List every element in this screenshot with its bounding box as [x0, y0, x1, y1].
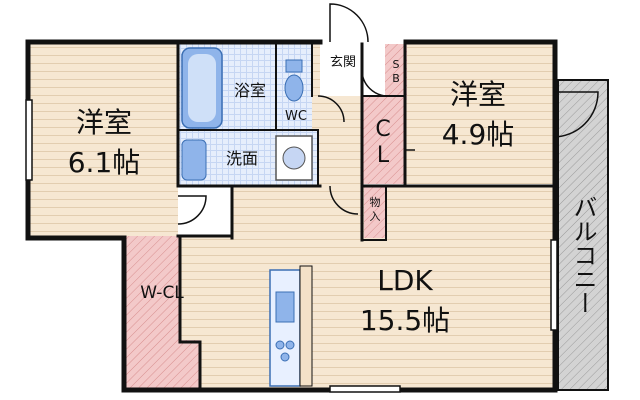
bathtub-icon: [181, 47, 223, 129]
shoe-box-label-b: B: [392, 72, 400, 85]
toilet-icon: [284, 59, 304, 102]
room-size-ldk: 15.5帖: [360, 304, 450, 337]
room-size-western-2: 4.9帖: [442, 118, 515, 151]
closet-label-c: C: [375, 117, 390, 142]
room-name-western-2: 洋室: [450, 78, 506, 111]
washing-machine-icon: [275, 135, 313, 181]
entrance-label: 玄関: [330, 55, 356, 70]
storage-label-1: 物: [370, 195, 381, 209]
balcony: バルコニー: [557, 79, 609, 391]
shoe-box-label-s: S: [393, 58, 400, 71]
doors: [177, 3, 599, 225]
room-size-western-1: 6.1帖: [68, 146, 141, 179]
walls: [25, 39, 558, 393]
wc-label: WC: [285, 109, 307, 124]
storage-label-2: 入: [370, 210, 381, 223]
room-name-western-1: 洋室: [76, 106, 132, 139]
wcl-label: W-CL: [140, 283, 184, 303]
washroom-label: 洗面: [226, 149, 258, 168]
balcony-label: バルコニー: [569, 195, 597, 315]
room-labels: 洋室 6.1帖 洋室 4.9帖 LDK 15.5帖 浴室 WC 洗面 玄関 S …: [68, 55, 515, 337]
closets: [126, 44, 407, 392]
windows: [25, 99, 558, 393]
room-name-ldk: LDK: [377, 264, 433, 297]
kitchen-counter: [269, 265, 313, 387]
bath-label: 浴室: [234, 81, 266, 100]
closet-label-l: L: [377, 143, 390, 168]
entrance-floor: [320, 44, 362, 96]
washbasin-icon: [181, 139, 207, 181]
